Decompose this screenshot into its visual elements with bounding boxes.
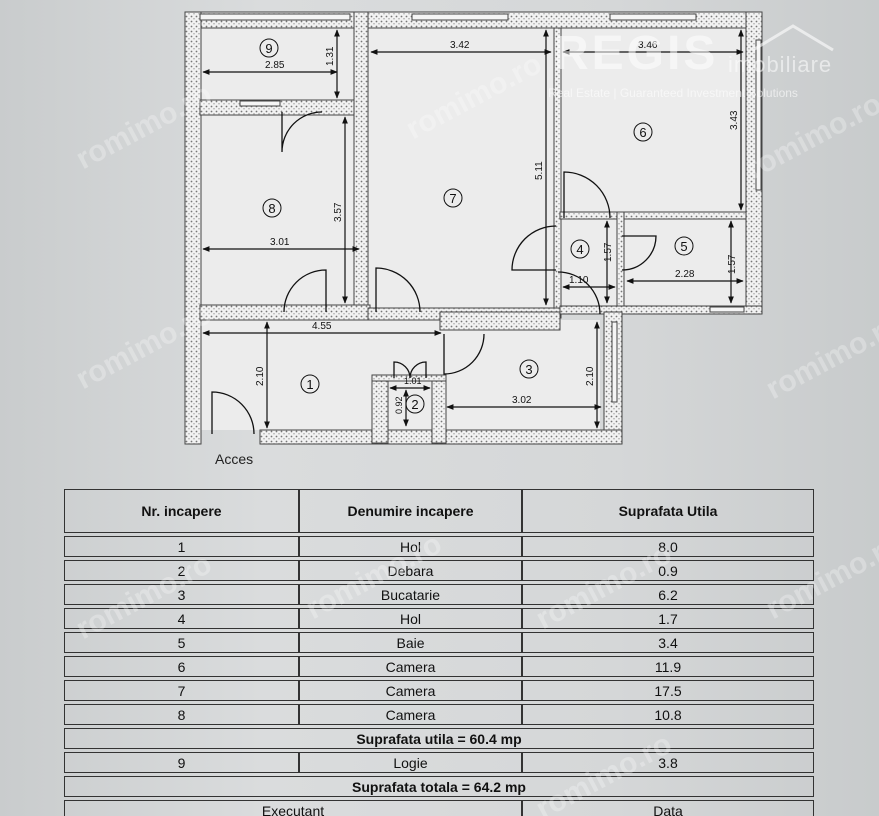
cell-number: 5 [64, 632, 299, 653]
room-number-5: 5 [680, 239, 687, 254]
dim-r8-height: 3.57 [333, 202, 344, 222]
total-row: Suprafata totala = 64.2 mp [64, 776, 814, 797]
cell-name: Hol [299, 608, 522, 629]
room-number-3: 3 [525, 362, 532, 377]
room-area-table: Nr. incapere Denumire incapere Suprafata… [64, 486, 814, 816]
cell-area: 1.7 [522, 608, 814, 629]
usable-area-total: Suprafata utila = 60.4 mp [64, 728, 814, 749]
dim-r5-width: 2.28 [675, 269, 695, 280]
total-area: Suprafata totala = 64.2 mp [64, 776, 814, 797]
cell-area: 17.5 [522, 680, 814, 701]
floor-plan-drawing: 2.85 1.31 3.42 5.11 3.46 3.43 3.01 3.57 … [184, 11, 763, 445]
cell-area: 10.8 [522, 704, 814, 725]
cell-number: 6 [64, 656, 299, 677]
dim-r9-width: 2.85 [265, 60, 285, 71]
cell-area: 8.0 [522, 536, 814, 557]
header-room-name: Denumire incapere [299, 489, 522, 533]
dim-r1-width: 4.55 [312, 321, 332, 332]
house-roof-icon [752, 24, 834, 52]
cell-name: Logie [299, 752, 522, 773]
room-number-7: 7 [449, 191, 456, 206]
cell-number: 8 [64, 704, 299, 725]
room-number-4: 4 [576, 242, 583, 257]
dim-r3-height: 2.10 [585, 366, 596, 386]
dim-r5-height: 1.57 [727, 254, 738, 274]
room-markers [259, 38, 694, 414]
dim-r6-height: 3.43 [729, 110, 740, 130]
room-number-labels: 9 8 7 6 4 5 1 2 3 [265, 41, 687, 412]
cell-number: 3 [64, 584, 299, 605]
room-number-9: 9 [265, 41, 272, 56]
cell-name: Hol [299, 536, 522, 557]
dim-r6-width: 3.46 [638, 40, 658, 51]
doors [211, 111, 657, 435]
logo-brand: REGIS [554, 27, 719, 80]
cell-area: 3.8 [522, 752, 814, 773]
dim-r1-height: 2.10 [255, 366, 266, 386]
cell-area: 3.4 [522, 632, 814, 653]
cell-area: 11.9 [522, 656, 814, 677]
dim-r7-width: 3.42 [450, 40, 470, 51]
cell-number: 2 [64, 560, 299, 581]
windows [199, 13, 762, 403]
cell-number: 9 [64, 752, 299, 773]
cell-area: 6.2 [522, 584, 814, 605]
cell-area: 0.9 [522, 560, 814, 581]
room-number-1: 1 [306, 377, 313, 392]
room-number-2: 2 [411, 397, 418, 412]
dim-r2-height: 0.92 [394, 396, 404, 414]
cell-number: 7 [64, 680, 299, 701]
dim-r8-width: 3.01 [270, 237, 290, 248]
dim-r7-height: 5.11 [534, 161, 545, 180]
agency-logo: REGIS imobiliare Real Estate | Guarantee… [548, 22, 868, 112]
executant-label: Executant [64, 800, 522, 816]
subtotal-row: Suprafata utila = 60.4 mp [64, 728, 814, 749]
cell-number: 1 [64, 536, 299, 557]
header-room-number: Nr. incapere [64, 489, 299, 533]
dimension-labels: 2.85 1.31 3.42 5.11 3.46 3.43 3.01 3.57 … [255, 40, 740, 414]
entrance-label: Acces [215, 451, 254, 467]
dim-r2-width: 1.01 [404, 376, 422, 386]
cell-name: Baie [299, 632, 522, 653]
cell-name: Camera [299, 656, 522, 677]
date-label: Data [522, 800, 814, 816]
dimension-lines [202, 29, 744, 429]
cell-name: Debara [299, 560, 522, 581]
cell-name: Camera [299, 704, 522, 725]
dim-r4-height: 1.57 [603, 242, 614, 262]
cell-number: 4 [64, 608, 299, 629]
cell-name: Bucatarie [299, 584, 522, 605]
logo-subtitle: imobiliare [728, 52, 833, 77]
dim-r3-width: 3.02 [512, 395, 532, 406]
room-number-6: 6 [639, 125, 646, 140]
table-header-row: Nr. incapere Denumire incapere Suprafata… [64, 489, 814, 533]
logo-tagline: Real Estate | Guaranteed Investment Solu… [548, 86, 798, 100]
dim-r4-width: 1.10 [569, 275, 589, 286]
dim-r9-height: 1.31 [325, 46, 336, 66]
cell-name: Camera [299, 680, 522, 701]
header-usable-area: Suprafata Utila [522, 489, 814, 533]
room-number-8: 8 [268, 201, 275, 216]
